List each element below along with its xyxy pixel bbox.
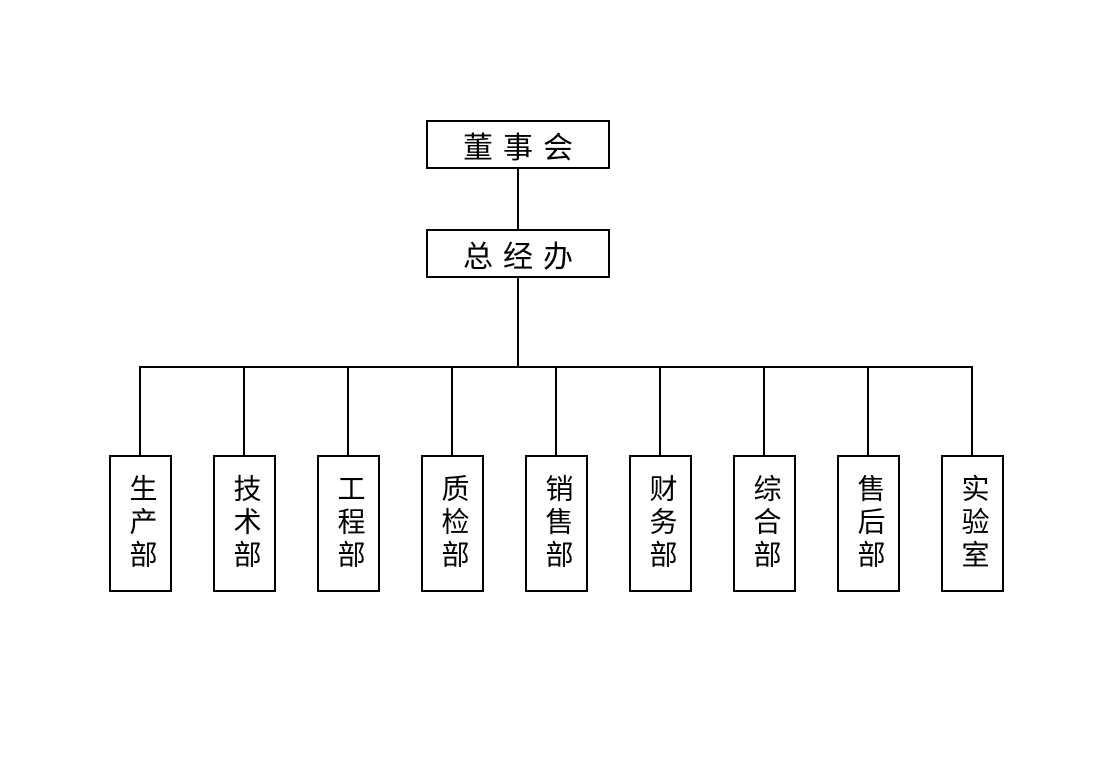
dept-label-quality-inspection: 质检部 [437,474,469,573]
connector-drop-after-sales [867,367,869,456]
dept-box-quality-inspection: 质检部 [421,455,484,592]
dept-label-laboratory: 实验室 [957,474,989,573]
connector-drop-production [139,367,141,456]
dept-label-technology: 技术部 [229,474,261,573]
connector-drop-laboratory [971,367,973,456]
dept-box-sales: 销售部 [525,455,588,592]
connector-drop-finance [659,367,661,456]
dept-label-finance: 财务部 [645,474,677,573]
dept-label-after-sales: 售后部 [853,474,885,573]
dept-label-sales: 销售部 [541,474,573,573]
dept-label-production: 生产部 [125,474,157,573]
dept-box-laboratory: 实验室 [941,455,1004,592]
connector-manager-trunk [517,277,519,367]
general-manager-office-box: 总经办 [426,229,610,278]
board-of-directors-label: 董事会 [463,131,583,165]
connector-drop-technology [243,367,245,456]
general-manager-office-label: 总经办 [463,240,583,274]
dept-label-general-affairs: 综合部 [749,474,781,573]
dept-box-finance: 财务部 [629,455,692,592]
connector-drop-sales [555,367,557,456]
connector-root-to-manager [517,168,519,229]
dept-label-engineering: 工程部 [333,474,365,573]
connector-drop-engineering [347,367,349,456]
dept-box-engineering: 工程部 [317,455,380,592]
dept-box-production: 生产部 [109,455,172,592]
dept-box-general-affairs: 综合部 [733,455,796,592]
board-of-directors-box: 董事会 [426,120,610,169]
connector-drop-general-affairs [763,367,765,456]
dept-box-technology: 技术部 [213,455,276,592]
connector-drop-quality [451,367,453,456]
dept-box-after-sales: 售后部 [837,455,900,592]
